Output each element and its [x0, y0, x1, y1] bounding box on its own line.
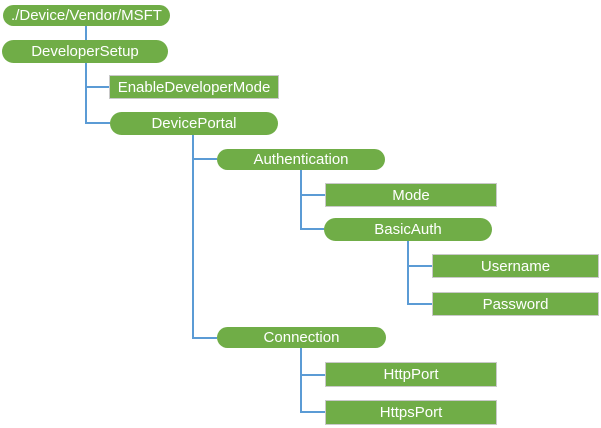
node-username: Username [432, 254, 599, 278]
connector-root-developersetup-v [85, 26, 87, 41]
node-password: Password [432, 292, 599, 316]
connector-httpport-h [300, 374, 325, 376]
connector-authentication-h [192, 158, 217, 160]
connector-mode-h [300, 194, 325, 196]
connector-enabledevelopermode-h [85, 86, 109, 88]
connector-connection-trunk-v [300, 348, 302, 413]
connector-authentication-trunk-v [300, 170, 302, 230]
node-developersetup: DeveloperSetup [2, 40, 168, 63]
connector-deviceportal-trunk-v [192, 135, 194, 339]
node-device-vendor-msft: ./Device/Vendor/MSFT [3, 5, 170, 26]
connector-developersetup-trunk-v [85, 63, 87, 124]
connector-connection-h [192, 337, 217, 339]
node-mode: Mode [325, 183, 497, 207]
node-basicauth: BasicAuth [324, 218, 492, 241]
node-connection: Connection [217, 327, 386, 348]
connector-username-h [407, 265, 432, 267]
node-deviceportal: DevicePortal [110, 112, 278, 135]
node-authentication: Authentication [217, 149, 385, 170]
connector-basicauth-h [300, 228, 324, 230]
connector-password-h [407, 303, 432, 305]
connector-deviceportal-h [85, 122, 110, 124]
node-httpport: HttpPort [325, 362, 497, 387]
connector-httpsport-h [300, 411, 325, 413]
node-httpsport: HttpsPort [325, 400, 497, 425]
connector-basicauth-trunk-v [407, 241, 409, 305]
node-enabledevelopermode: EnableDeveloperMode [109, 75, 279, 99]
